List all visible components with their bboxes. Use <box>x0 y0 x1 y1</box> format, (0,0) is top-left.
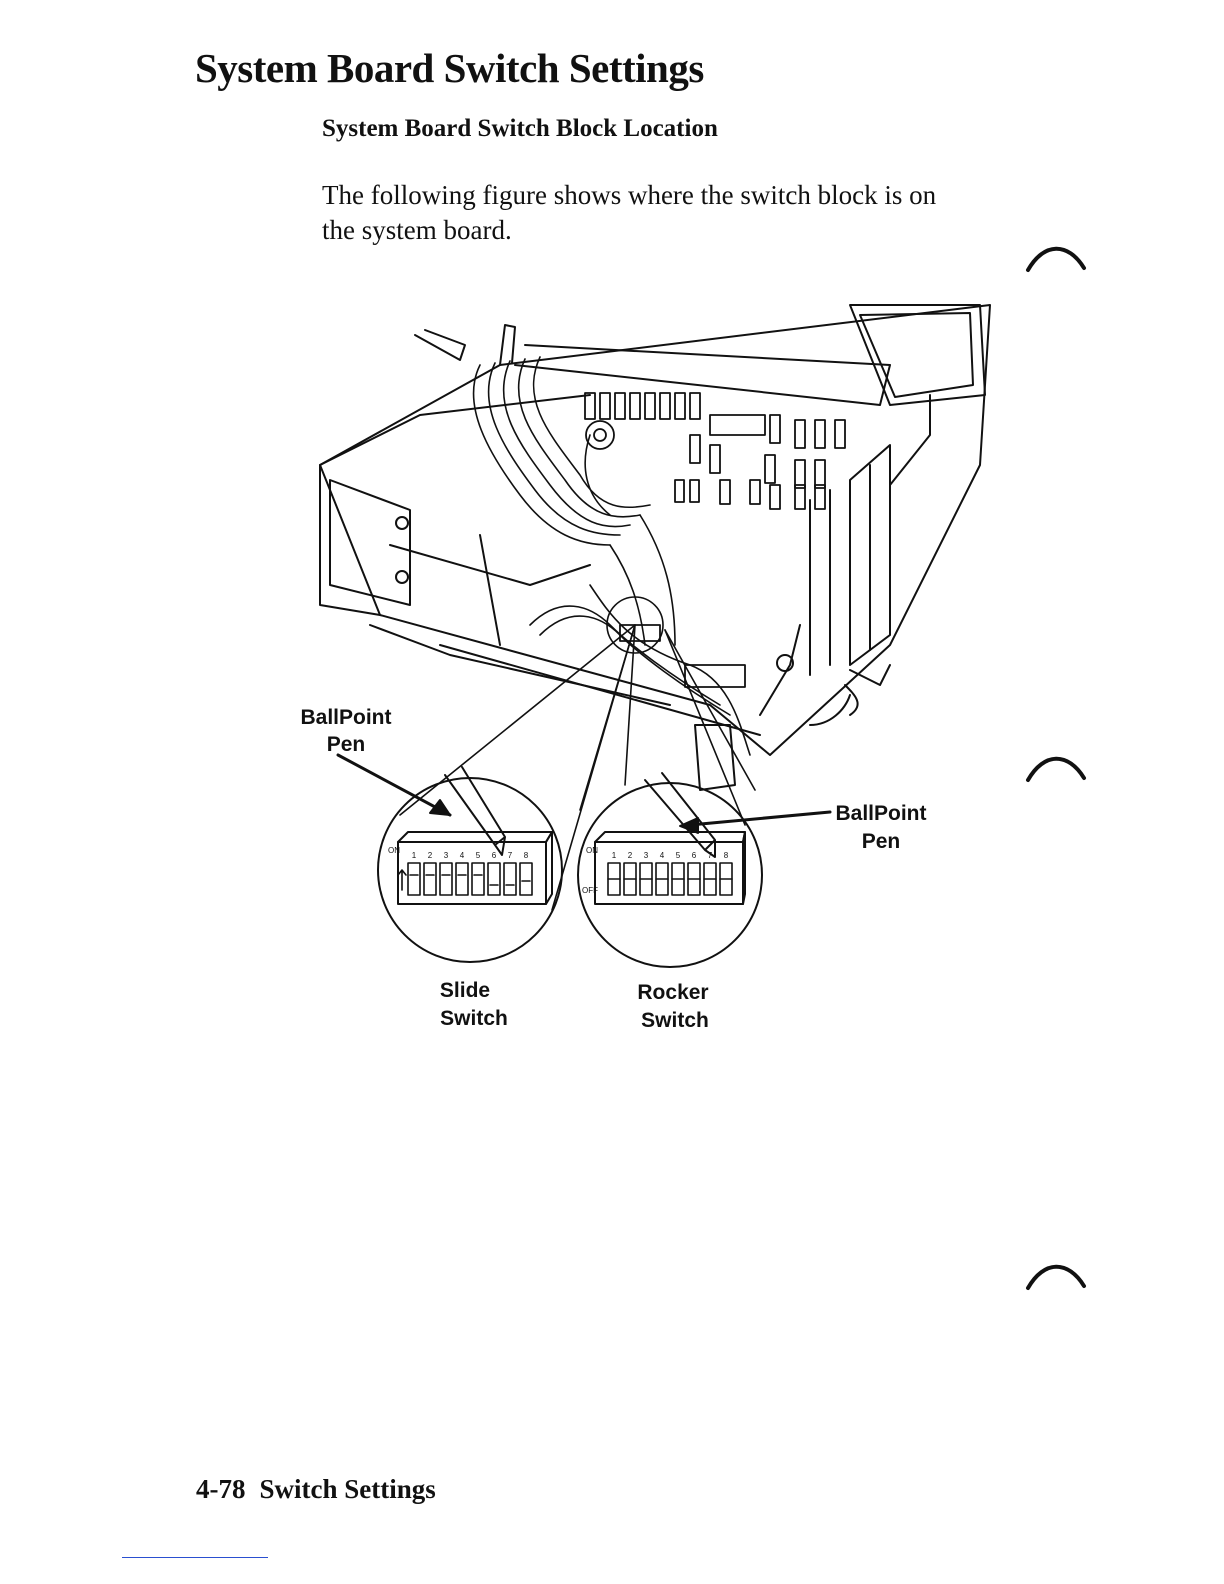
bottom-rule <box>122 1557 268 1558</box>
slide-on-label: ON <box>388 846 400 855</box>
footer-section-title: Switch Settings <box>260 1474 436 1504</box>
binder-tab-icon <box>1024 748 1088 788</box>
rocker-switch-num-2: 2 <box>628 851 633 860</box>
ballpoint-pen-label-right-line2: Pen <box>862 830 901 853</box>
slide-switch-num-8: 8 <box>524 851 529 860</box>
slide-switch-num-5: 5 <box>476 851 481 860</box>
rocker-switch-num-8: 8 <box>724 851 729 860</box>
rocker-off-label: OFF <box>582 886 598 895</box>
slide-switch-num-1: 1 <box>412 851 417 860</box>
slide-switch-num-3: 3 <box>444 851 449 860</box>
paragraph-line-2: the system board. <box>322 213 1022 248</box>
rocker-switch-num-7: 7 <box>708 851 713 860</box>
paragraph-line-1: The following figure shows where the swi… <box>322 178 1022 213</box>
ballpoint-pen-label-left-line1: BallPoint <box>300 706 391 729</box>
binder-tab-icon <box>1024 238 1088 278</box>
rocker-switch-num-6: 6 <box>692 851 697 860</box>
circuit-chips <box>585 393 845 687</box>
section-subtitle: System Board Switch Block Location <box>322 115 718 143</box>
slide-switch-num-6: 6 <box>492 851 497 860</box>
intro-paragraph: The following figure shows where the swi… <box>322 178 1022 248</box>
rocker-on-label: ON <box>586 846 598 855</box>
rocker-switch-label-line2: Switch <box>641 1009 709 1032</box>
ballpoint-pen-label-left-line2: Pen <box>327 733 366 756</box>
slide-switch-num-7: 7 <box>508 851 513 860</box>
ribbon-cable <box>474 357 750 755</box>
slide-switch-num-4: 4 <box>460 851 465 860</box>
slide-switch-label-line1: Slide <box>440 979 490 1002</box>
power-connector <box>695 685 858 790</box>
chassis-drawing <box>320 305 990 755</box>
rocker-switch-magnifier <box>578 773 762 967</box>
page-number: 4-78 <box>196 1474 246 1504</box>
binder-tab-icon <box>1024 1256 1088 1296</box>
system-unit-illustration: ON 1 2 3 4 5 6 7 8 ON OFF 1 2 3 4 5 6 7 … <box>290 285 1010 1045</box>
page-title: System Board Switch Settings <box>195 44 704 92</box>
rocker-switch-num-1: 1 <box>612 851 617 860</box>
system-board-figure: ON 1 2 3 4 5 6 7 8 ON OFF 1 2 3 4 5 6 7 … <box>290 285 1010 1045</box>
page-footer: 4-78 Switch Settings <box>196 1474 436 1505</box>
ballpoint-pen-label-right-line1: BallPoint <box>835 802 926 825</box>
rocker-switch-num-5: 5 <box>676 851 681 860</box>
rocker-switch-label-line1: Rocker <box>637 981 708 1004</box>
rocker-switch-num-4: 4 <box>660 851 665 860</box>
slide-switch-num-2: 2 <box>428 851 433 860</box>
slide-switch-label-line2: Switch <box>440 1007 508 1030</box>
rocker-switch-num-3: 3 <box>644 851 649 860</box>
slide-switch-magnifier <box>378 767 562 962</box>
